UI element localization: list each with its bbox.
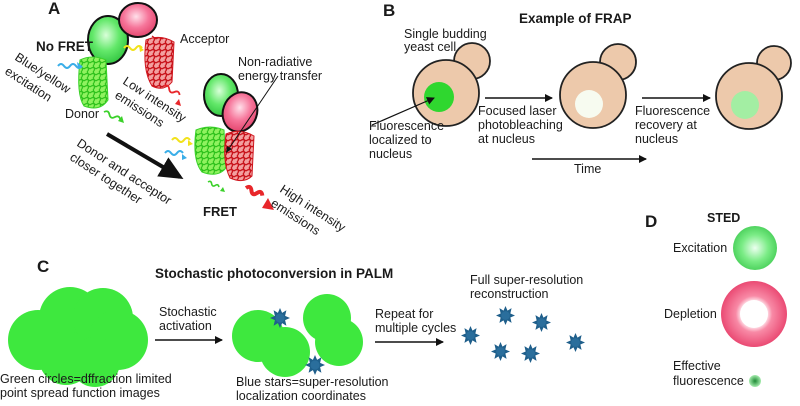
reconstruction-label-line-1: Full super-resolution (470, 273, 584, 287)
activation-label-line-1: Stochastic (159, 305, 217, 319)
recovery-label-line-3: nucleus (635, 132, 679, 146)
reconstruction-star (491, 342, 510, 361)
cell-label-line-1: Single budding (404, 27, 487, 41)
panel-letter-d: D (645, 212, 658, 231)
bleach-label-line-3: at nucleus (478, 132, 535, 146)
fluor-label-line-3: nucleus (369, 147, 413, 161)
nucleus-fluorescent (424, 82, 454, 112)
donor-fluorophore-ball (87, 15, 129, 65)
nucleus-bleached (575, 90, 603, 118)
sted-excitation-spot (733, 226, 777, 270)
nucleus-recovered (731, 91, 759, 119)
reconstruction-star (496, 306, 515, 325)
green-caption-line-2: point spread function images (0, 386, 160, 400)
fret-acceptor-ball (221, 91, 259, 133)
no-fret-label: No FRET (36, 39, 93, 54)
panel-letter-b: B (383, 1, 396, 20)
nucleus-pointer (371, 97, 435, 126)
acceptor-fluorophore-ball (118, 2, 158, 38)
effective-label-line-1: Effective (673, 359, 721, 373)
fret-yellow-wave (171, 137, 191, 143)
repeat-label-line-1: Repeat for (375, 307, 434, 321)
bleach-label-line-1: Focused laser (478, 104, 557, 118)
high-red-emission-wave (244, 184, 265, 197)
cell-label-line-2: yeast cell (404, 40, 457, 54)
fluor-label-line-1: Fluorescence (369, 119, 445, 133)
bleach-label-line-2: photobleaching (478, 118, 563, 132)
reconstruction-star (521, 344, 540, 363)
fret-green-wave (207, 180, 220, 188)
fret-blue-wave (164, 150, 184, 156)
closer-together-arrow (105, 132, 184, 180)
recovery-label-line-1: Fluorescence (635, 104, 711, 118)
reconstruction-star (566, 333, 585, 352)
blue-caption-line-2: localization coordinates (236, 389, 366, 403)
depletion-label: Depletion (664, 307, 717, 321)
psf-cluster (8, 287, 148, 387)
acceptor-protein (144, 36, 175, 89)
reconstruction-label-line-2: reconstruction (470, 287, 549, 301)
reconstruction-star (461, 326, 480, 345)
low-red-emission-wave (163, 84, 181, 96)
fret-acceptor-protein (224, 130, 255, 182)
panel-letter-c: C (37, 257, 50, 276)
transfer-label-line-1: Non-radiative (238, 55, 313, 69)
donor-protein (78, 56, 109, 109)
sted-effective-spot (749, 375, 761, 387)
green-caption-line-1: Green circles=dffraction limited (0, 372, 172, 386)
donor-label: Donor (65, 107, 100, 121)
recovery-label-line-2: recovery at (635, 118, 697, 132)
blue-caption-line-1: Blue stars=super-resolution (236, 375, 389, 389)
active-psf-group (232, 294, 363, 377)
panel-letter-a: A (48, 0, 61, 18)
energy-transfer-pointer (227, 75, 279, 151)
repeat-label-line-2: multiple cycles (375, 321, 457, 335)
fret-donor-protein (194, 126, 227, 175)
time-label: Time (574, 162, 602, 176)
donor-green-emission-wave (103, 110, 122, 120)
effective-label-line-2: fluorescence (673, 374, 744, 388)
sted-title: STED (707, 211, 741, 225)
blue-excitation-wave (57, 63, 83, 69)
frap-title: Example of FRAP (519, 11, 632, 26)
reconstruction-star (532, 313, 551, 332)
transfer-label-line-2: energy transfer (238, 69, 323, 83)
activation-label-line-2: activation (159, 319, 212, 333)
excitation-label: Excitation (673, 241, 728, 255)
fluor-label-line-2: localized to (369, 133, 432, 147)
fret-label: FRET (203, 204, 237, 219)
palm-title: Stochastic photoconversion in PALM (155, 266, 394, 281)
acceptor-label: Acceptor (180, 32, 230, 46)
